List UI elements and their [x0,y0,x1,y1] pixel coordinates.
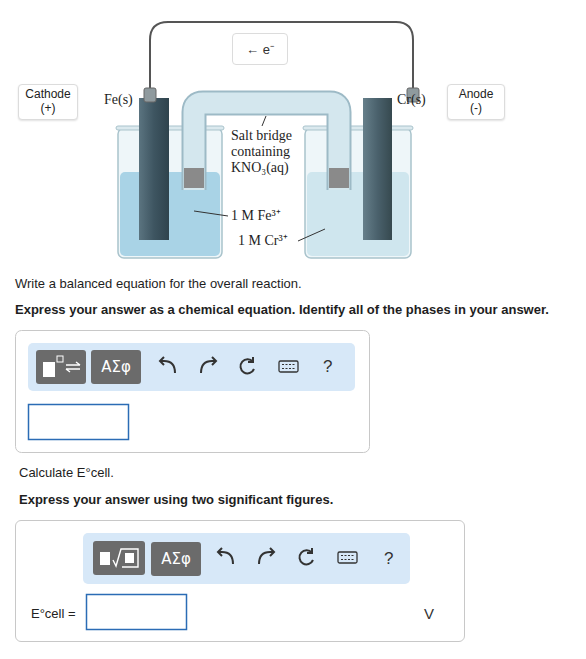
answer-panel: E°cell = V? ΑΣφ [15,520,465,642]
clip [144,88,156,102]
keyboard-icon [279,361,298,372]
toolbar-ground [83,533,410,584]
toolbar-ground [28,343,355,391]
solution-label: 1 M Cr³⁺ [238,233,288,249]
leader-line [262,116,266,126]
toolbar-icons [218,548,357,564]
cr-solution [307,172,409,256]
solution-label: 1 M Fe³⁺ [231,208,281,224]
cr-electrode [363,98,392,240]
leader-line [298,229,325,241]
toolbar-icons [160,357,298,373]
node-text: ? [323,357,332,377]
undo-icon [160,357,175,373]
question-text: Write a balanced equation for the overal… [15,276,302,291]
node-text: E°cell = [31,606,76,621]
beaker-rim [116,126,224,130]
answer-input [87,595,187,630]
node-text: ΑΣφ [161,550,191,568]
electrode-label: Fe(s) [104,92,133,108]
reset-icon [300,548,313,564]
answer-panel [16,331,370,453]
node-text: ← e⁻ [246,40,274,58]
icon-part [43,362,55,377]
salt-bridge-outline [194,103,339,190]
redo-icon [201,357,216,373]
template-button [93,541,145,575]
answer-input [29,405,129,440]
redo-icon [259,548,274,564]
editor-toolbar: ? ΑΣφ [28,343,355,391]
electrode-sign-box: Anode (-) [447,84,505,120]
instruction-text: Express your answer using two significan… [19,492,333,507]
icon-part [66,362,80,372]
electrode-sign-box: Cathode (+) [18,84,78,120]
icon-part [125,553,134,563]
node-text: Anode (-) [452,88,500,116]
reset-icon [241,357,254,373]
salt-bridge-tube [194,103,339,190]
node-text: Cathode (+) [23,88,73,116]
node-text: ΑΣφ [101,358,131,376]
keyboard-keys [341,556,355,560]
template-button [36,350,86,384]
keyboard-keys [282,365,296,369]
node-text: V [424,605,434,622]
icon-part [100,552,110,565]
electrode-label: Cr(s) [397,92,426,108]
button-ground [36,350,86,384]
editor-toolbar: ? ΑΣφ [84,534,411,585]
question-text: Calculate E°cell. [19,465,114,480]
cathode-beaker [116,126,224,258]
node-text: ? [384,549,393,569]
salt-bridge-label: Salt bridge containing KNO₃(aq) [231,128,313,176]
symbol-button: ΑΣφ [151,542,201,576]
beaker-glass [305,128,411,258]
symbol-button: ΑΣφ [91,350,141,384]
instruction-text: Express your answer as a chemical equati… [15,302,549,317]
beaker-rim [303,126,413,130]
undo-icon [218,548,233,564]
icon-part [57,356,63,362]
electron-flow-box: ← e⁻ [232,33,288,65]
salt-bridge-plug [184,168,204,188]
icon-part [113,549,138,567]
keyboard-icon [338,552,357,563]
leader-line [194,211,228,216]
anode-beaker [303,126,413,258]
external-wire [150,22,413,96]
salt-bridge-plug [329,168,349,188]
fe-electrode [139,98,169,240]
button-ground [93,541,145,575]
